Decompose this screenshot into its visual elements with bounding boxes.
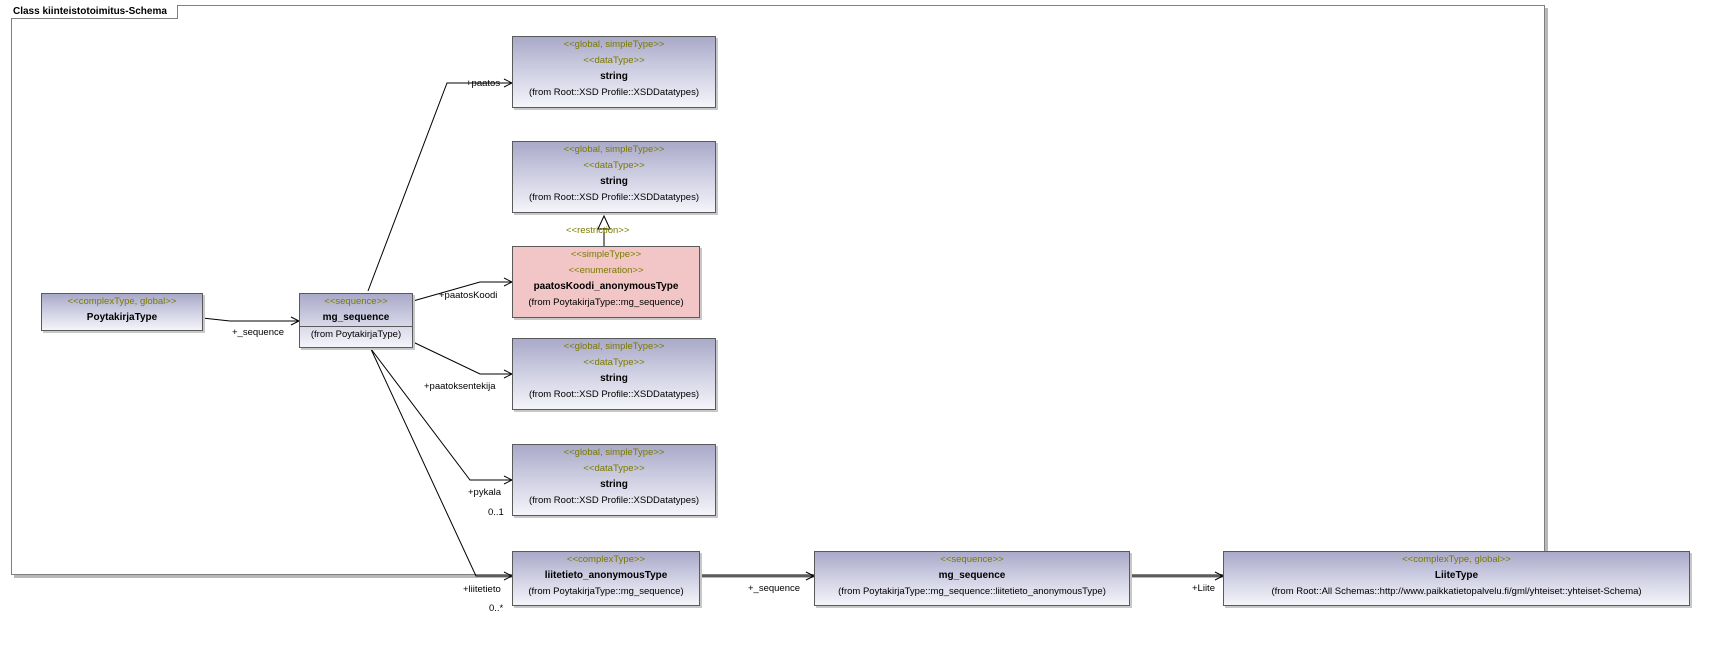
class-origin: (from Root::XSD Profile::XSDDatatypes)	[529, 87, 699, 98]
class-string-restriction-base[interactable]: <<global, simpleType>> <<dataType>> stri…	[512, 141, 716, 213]
role-label-sequence: +_sequence	[232, 327, 285, 338]
stereotype-label: <<dataType>>	[583, 160, 645, 171]
class-name: mg_sequence	[322, 312, 390, 323]
class-mg-sequence[interactable]: <<sequence>> mg_sequence (from Poytakirj…	[299, 293, 413, 348]
stereotype-label: <<dataType>>	[583, 463, 645, 474]
class-string-paatos[interactable]: <<global, simpleType>> <<dataType>> stri…	[512, 36, 716, 108]
generalization-arrowhead	[597, 214, 611, 230]
stereotype-label: <<complexType, global>>	[67, 296, 177, 307]
stereotype-label: <<global, simpleType>>	[563, 39, 665, 50]
class-origin: (from Root::XSD Profile::XSDDatatypes)	[529, 389, 699, 400]
stereotype-label: <<global, simpleType>>	[563, 341, 665, 352]
stereotype-label: <<global, simpleType>>	[563, 144, 665, 155]
diagram-frame	[11, 5, 1545, 575]
stereotype-label: <<dataType>>	[583, 357, 645, 368]
class-origin: (from PoytakirjaType)	[300, 326, 412, 343]
stereotype-label: <<simpleType>>	[570, 249, 642, 260]
class-name: liitetieto_anonymousType	[544, 570, 668, 581]
assoc-paatoskoodi-line	[412, 281, 512, 302]
class-origin: (from PoytakirjaType::mg_sequence)	[528, 586, 684, 597]
class-liitetype[interactable]: <<complexType, global>> LiiteType (from …	[1223, 551, 1690, 606]
diagram-title: Class kiinteistotoimitus-Schema	[11, 5, 178, 19]
class-paatoskoodi-anonymoustype[interactable]: <<simpleType>> <<enumeration>> paatosKoo…	[512, 246, 700, 318]
role-label-liite: +Liite	[1192, 583, 1215, 594]
role-label-liitetieto: +liitetieto	[463, 584, 501, 595]
class-name: string	[600, 176, 628, 187]
restriction-label: <<restriction>>	[566, 225, 630, 236]
assoc-paatoksentekija-line	[412, 341, 512, 375]
role-label-paatoksentekija: +paatoksentekija	[424, 381, 496, 392]
stereotype-label: <<sequence>>	[324, 296, 388, 307]
stereotype-label: <<complexType>>	[566, 554, 646, 565]
class-poytakirjatype[interactable]: <<complexType, global>> PoytakirjaType	[41, 293, 203, 331]
class-name: LiiteType	[1434, 570, 1479, 581]
stereotype-label: <<complexType, global>>	[1402, 554, 1511, 565]
role-label-paatos: +paatos	[466, 78, 501, 89]
multiplicity-liitetieto: 0..*	[489, 603, 504, 614]
stereotype-label: <<dataType>>	[583, 55, 645, 66]
class-mg-sequence-liitetieto[interactable]: <<sequence>> mg_sequence (from Poytakirj…	[814, 551, 1130, 606]
assoc-paatos-line	[367, 82, 512, 292]
assoc-pykala-line	[367, 344, 512, 481]
stereotype-label: <<sequence>>	[940, 554, 1004, 565]
class-name: mg_sequence	[938, 570, 1006, 581]
class-origin: (from PoytakirjaType::mg_sequence)	[528, 297, 684, 308]
stereotype-label: <<enumeration>>	[568, 265, 644, 276]
role-label-pykala: +pykala	[468, 487, 502, 498]
assoc-liitetieto-line	[369, 346, 512, 577]
class-origin: (from Root::All Schemas::http://www.paik…	[1271, 586, 1642, 597]
role-label-paatoskoodi: +paatosKoodi	[439, 290, 498, 301]
class-origin: (from PoytakirjaType::mg_sequence::liite…	[838, 586, 1106, 597]
role-label-sequence2: +_sequence	[748, 583, 801, 594]
class-origin: (from Root::XSD Profile::XSDDatatypes)	[529, 192, 699, 203]
stereotype-label: <<global, simpleType>>	[563, 447, 665, 458]
class-name: paatosKoodi_anonymousType	[533, 281, 679, 292]
class-name: string	[600, 479, 628, 490]
class-origin: (from Root::XSD Profile::XSDDatatypes)	[529, 495, 699, 506]
class-string-paatoksentekija[interactable]: <<global, simpleType>> <<dataType>> stri…	[512, 338, 716, 410]
class-name: PoytakirjaType	[86, 312, 158, 323]
class-string-pykala[interactable]: <<global, simpleType>> <<dataType>> stri…	[512, 444, 716, 516]
class-name: string	[600, 373, 628, 384]
class-liitetieto-anonymoustype[interactable]: <<complexType>> liitetieto_anonymousType…	[512, 551, 700, 606]
class-name: string	[600, 71, 628, 82]
multiplicity-pykala: 0..1	[488, 507, 504, 518]
